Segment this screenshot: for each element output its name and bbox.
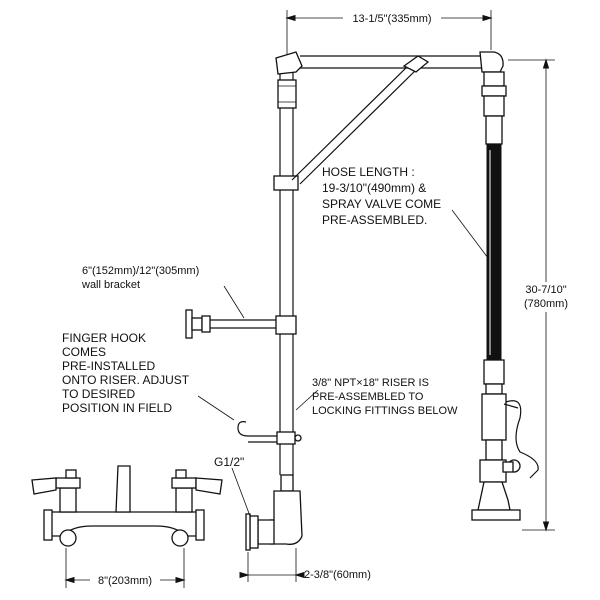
wall-faucet [31, 465, 223, 547]
offset-dimension: 2-3/8"(60mm) [239, 548, 371, 582]
hose-note-line-3: SPRAY VALVE COME [322, 197, 441, 211]
riser-note: 3/8" NPT×18" RISER IS PRE-ASSEMBLED TO L… [295, 377, 458, 417]
inlet-label: G1/2" [214, 455, 244, 469]
hose-note: HOSE LENGTH : 19-3/10"(490mm) & SPRAY VA… [322, 165, 489, 259]
wall-bracket-label-2: wall bracket [81, 279, 140, 291]
lower-fittings: G1/2" [214, 455, 303, 551]
height-label-inch: 30-7/10" [525, 284, 566, 296]
finger-hook-line-1: FINGER HOOK [62, 331, 146, 345]
finger-hook-line-5: TO DESIRED [62, 387, 135, 401]
riser-note-line-2: PRE-ASSEMBLED TO [312, 391, 424, 403]
center-spread-label: 8"(203mm) [98, 575, 152, 587]
riser-note-line-1: 3/8" NPT×18" RISER IS [312, 377, 429, 389]
hose-note-line-1: HOSE LENGTH : [322, 165, 415, 179]
wall-bracket: 6"(152mm)/12"(305mm) wall bracket [81, 265, 276, 339]
riser-pipe [273, 70, 302, 475]
height-label-mm: (780mm) [524, 298, 568, 310]
riser-note-line-3: LOCKING FITTINGS BELOW [312, 405, 458, 417]
height-dimension: 30-7/10" (780mm) [508, 58, 576, 532]
wall-bracket-label-1: 6"(152mm)/12"(305mm) [82, 265, 199, 277]
finger-hook: FINGER HOOK COMES PRE-INSTALLED ONTO RIS… [62, 331, 277, 443]
offset-label: 2-3/8"(60mm) [304, 569, 371, 581]
hose-assembly [471, 71, 539, 521]
finger-hook-line-2: COMES [62, 345, 106, 359]
top-arm [275, 51, 504, 185]
top-width-dimension: 13-1/5"(335mm) [285, 10, 493, 55]
center-spread-dimension: 8"(203mm) [64, 548, 186, 588]
finger-hook-line-4: ONTO RISER. ADJUST [62, 373, 190, 387]
hose-note-line-4: PRE-ASSEMBLED. [322, 213, 427, 227]
finger-hook-line-6: POSITION IN FIELD [62, 401, 172, 415]
finger-hook-line-3: PRE-INSTALLED [62, 359, 155, 373]
top-width-label: 13-1/5"(335mm) [352, 13, 431, 25]
hose-note-line-2: 19-3/10"(490mm) & [322, 181, 426, 195]
